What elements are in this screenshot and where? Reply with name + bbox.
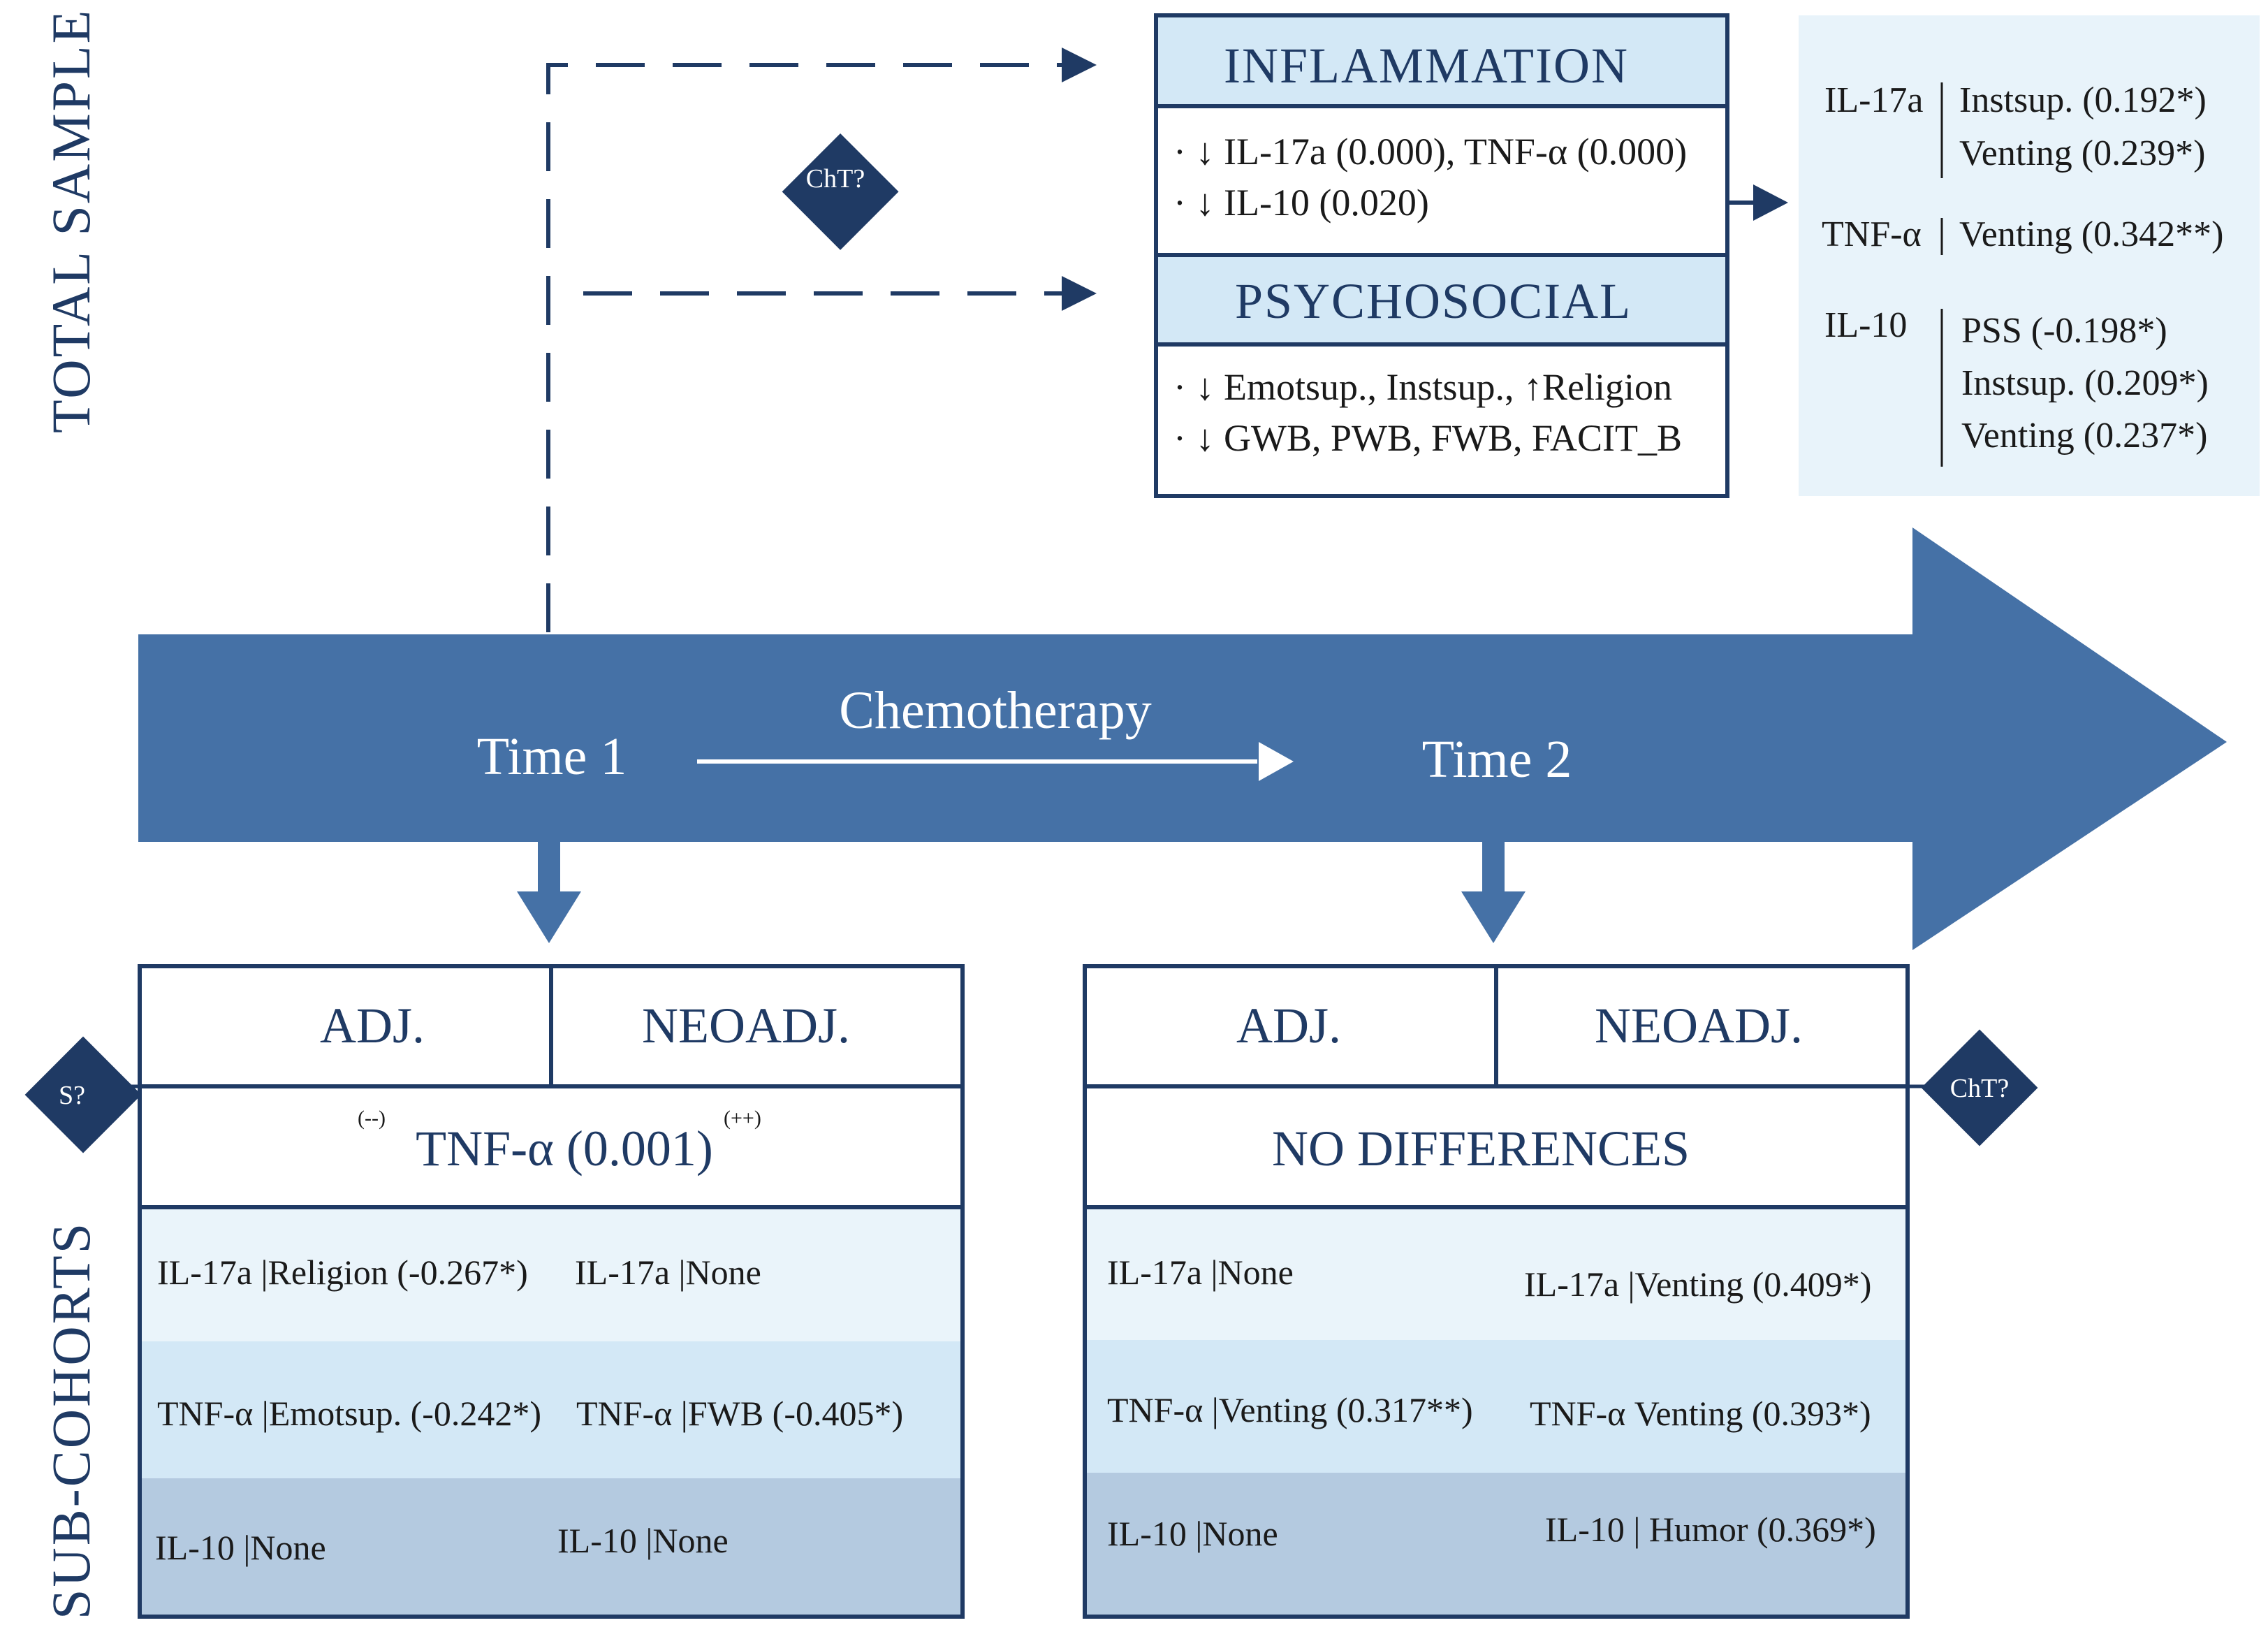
time1-cohort-table: ADJ. NEOADJ. (--) TNF-α (0.001) (++) IL-… [138, 964, 965, 1619]
side-label-sub-cohorts: SUB-COHORTS [41, 1221, 101, 1619]
time2-col-neoadj: NEOADJ. [1595, 998, 1803, 1054]
time2-col-adj: ADJ. [1236, 998, 1341, 1054]
time1-sup-left: (--) [358, 1107, 386, 1130]
correlations-arrowhead [1753, 184, 1788, 221]
time1-row3-right: IL-10 |None [557, 1521, 729, 1560]
timeline-time2: Time 2 [1422, 730, 1572, 789]
time1-row2-right: TNF-α |FWB (-0.405*) [576, 1394, 903, 1433]
corr-tnfa-item-1: Venting (0.342**) [1959, 214, 2223, 254]
time1-result: TNF-α (0.001) [416, 1121, 713, 1176]
corr-il10-item-1: PSS (-0.198*) [1961, 311, 2167, 351]
down-arrow-time2-shaft [1482, 842, 1505, 894]
time1-sup-right: (++) [724, 1107, 761, 1130]
inflammation-header-bg [1158, 17, 1725, 106]
timeline-process: Chemotherapy [839, 681, 1151, 740]
diamond-shape [1921, 1029, 2038, 1146]
corr-il10-item-2: Instsup. (0.209*) [1961, 363, 2209, 403]
dashed-line-vertical [546, 63, 1062, 632]
timeline-arrow [138, 527, 2227, 950]
time2-row1-right: IL-17a |Venting (0.409*) [1524, 1265, 1871, 1304]
inflammation-line-1: · ↓ IL-17a (0.000), TNF-α (0.000) [1173, 131, 1687, 173]
psychosocial-line-2: · ↓ GWB, PWB, FWB, FACIT_B [1173, 417, 1682, 459]
time1-row1-right: IL-17a |None [575, 1253, 761, 1292]
time2-row3-left: IL-10 |None [1107, 1514, 1278, 1553]
surgery-question-diamond: S? [24, 1036, 142, 1153]
inflammation-line-2: · ↓ IL-10 (0.020) [1173, 182, 1429, 224]
corr-il17a-item-2: Venting (0.239*) [1959, 133, 2205, 173]
down-arrow-time1-head [517, 891, 581, 943]
time2-row2-right: TNF-α Venting (0.393*) [1530, 1394, 1871, 1433]
diamond-label: S? [59, 1081, 85, 1110]
psychosocial-header: PSYCHOSOCIAL [1235, 273, 1632, 329]
time1-col-adj: ADJ. [320, 998, 425, 1054]
time2-row2-left: TNF-α |Venting (0.317**) [1107, 1390, 1473, 1429]
time1-row2-left: TNF-α |Emotsup. (-0.242*) [157, 1394, 541, 1433]
row-2-bg [140, 1341, 963, 1478]
corr-il17a-item-1: Instsup. (0.192*) [1959, 80, 2207, 120]
row-2-bg [1085, 1340, 1908, 1473]
row-1-bg [1085, 1207, 1908, 1340]
time2-cohort-table: ADJ. NEOADJ. NO DIFFERENCES IL-17a |None… [1083, 964, 1910, 1619]
inflammation-header: INFLAMMATION [1224, 38, 1629, 94]
chemotherapy-question-diamond: ChT? [782, 133, 899, 250]
correlations-bg [1799, 15, 2260, 496]
row-3-bg [140, 1478, 963, 1617]
time2-row1-left: IL-17a |None [1107, 1253, 1294, 1292]
psychosocial-header-bg [1158, 257, 1725, 344]
diamond-label: ChT? [1950, 1074, 2009, 1103]
time1-row3-left: IL-10 |None [155, 1528, 326, 1567]
chemotherapy-question-diamond-right: ChT? [1921, 1029, 2038, 1146]
time1-row1-left: IL-17a |Religion (-0.267*) [157, 1253, 528, 1292]
corr-marker-il17a: IL-17a [1824, 80, 1923, 120]
corr-il10-item-3: Venting (0.237*) [1961, 416, 2207, 456]
corr-marker-il10: IL-10 [1824, 305, 1907, 345]
dashed-arrowhead-lower [1062, 276, 1097, 311]
psychosocial-line-1: · ↓ Emotsup., Instsup., ↑Religion [1173, 366, 1672, 408]
side-label-total-sample: TOTAL SAMPLE [41, 8, 101, 433]
total-sample-box: INFLAMMATION · ↓ IL-17a (0.000), TNF-α (… [1154, 13, 1729, 498]
row-3-bg [1085, 1473, 1908, 1617]
dashed-connectors [546, 63, 1062, 632]
down-arrow-time1-shaft [538, 842, 560, 894]
down-arrow-time2-head [1461, 891, 1526, 943]
corr-marker-tnfa: TNF-α [1822, 214, 1922, 254]
correlations-panel: IL-17a Instsup. (0.192*) Venting (0.239*… [1799, 15, 2260, 496]
dashed-arrowhead-top [1062, 48, 1097, 82]
timeline-process-arrowhead [1259, 742, 1294, 781]
time2-result: NO DIFFERENCES [1272, 1121, 1690, 1176]
time1-col-neoadj: NEOADJ. [642, 998, 850, 1054]
diamond-label: ChT? [806, 164, 865, 194]
row-1-bg [140, 1207, 963, 1341]
timeline-time1: Time 1 [477, 727, 627, 786]
time2-row3-right: IL-10 | Humor (0.369*) [1545, 1510, 1876, 1549]
